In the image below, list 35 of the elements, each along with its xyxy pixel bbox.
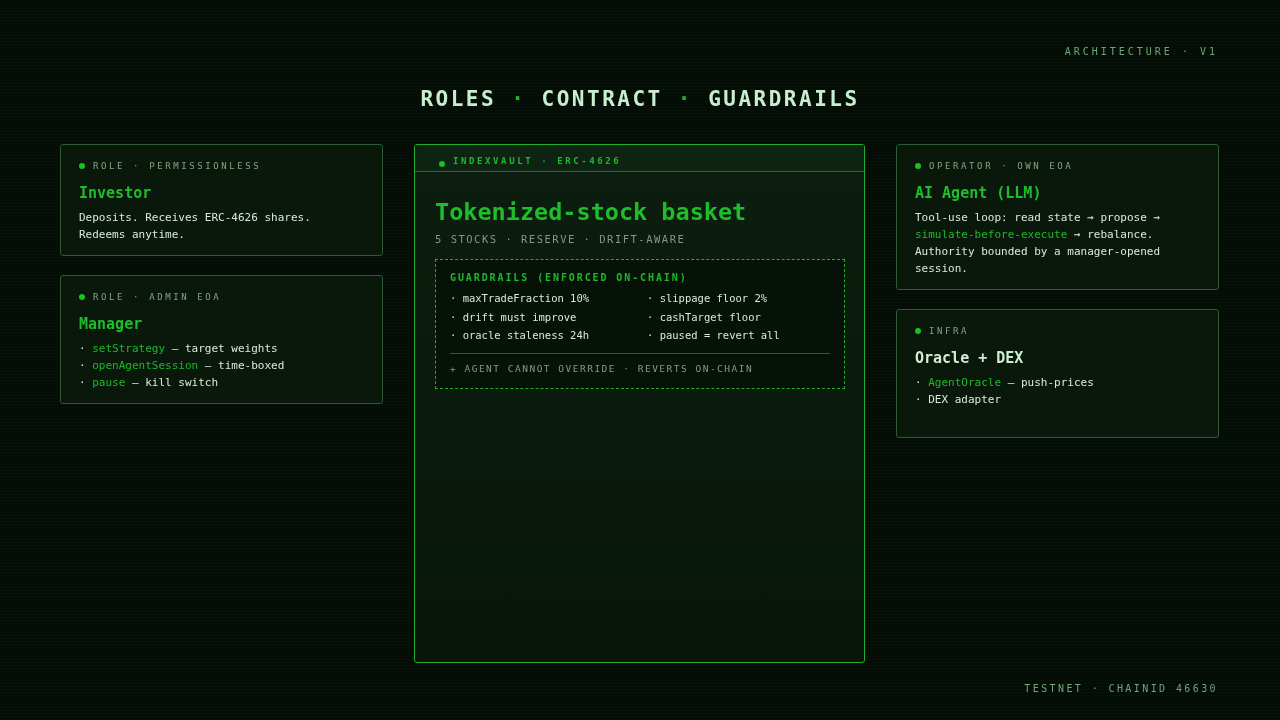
main-card <box>414 144 865 663</box>
bullet-item: · setStrategy — target weights <box>79 341 279 357</box>
header-label: ARCHITECTURE · V1 <box>1064 45 1218 59</box>
bullet-item: · oracle staleness 24h <box>450 328 591 343</box>
bullet-item: · cashTarget floor <box>647 309 762 325</box>
card-heading: Oracle + DEX <box>915 348 1024 368</box>
section-label: ROLE · PERMISSIONLESS <box>93 160 262 172</box>
info-card <box>60 275 383 404</box>
bullet-item: · openAgentSession — time-boxed <box>79 358 286 374</box>
card-description: Deposits. Receives ERC-4626 shares. Redeems anytime. <box>79 210 312 243</box>
section-label: OPERATOR · OWN EOA <box>929 160 1074 172</box>
guardrails-panel <box>435 259 845 389</box>
bullet-item: · AgentOracle — push-prices <box>915 375 1095 391</box>
bullet-item: · drift must improve <box>450 309 578 325</box>
page-title: ROLES · CONTRACT · GUARDRAILS <box>420 87 860 111</box>
section-label: INDEXVAULT · ERC-4626 <box>453 155 622 167</box>
card-heading: Investor <box>79 183 152 203</box>
card-heading: Manager <box>79 314 143 334</box>
footer-label: TESTNET · CHAINID 46630 <box>1024 682 1218 696</box>
info-card <box>896 144 1219 290</box>
bullet-item: · paused = revert all <box>647 328 781 343</box>
bullet-item: · maxTradeFraction 10% <box>450 291 591 306</box>
info-card <box>896 309 1219 438</box>
panel-title: GUARDRAILS (ENFORCED ON-CHAIN) <box>450 271 689 285</box>
card-heading: Tokenized-stock basket <box>435 197 748 227</box>
bullet-item: · slippage floor 2% <box>647 291 769 306</box>
section-label: ROLE · ADMIN EOA <box>93 291 222 303</box>
footnote-text: + AGENT CANNOT OVERRIDE · REVERTS ON-CHAIN <box>450 361 755 376</box>
card-description: Tool-use loop: read state → propose → simulate-before-execute → rebalance. Authority bounded by a manager-opened session. <box>915 210 1162 277</box>
section-label: INFRA <box>929 325 970 337</box>
bullet-item: · pause — kill switch <box>79 375 220 391</box>
card-heading: AI Agent (LLM) <box>915 183 1042 203</box>
bullet-item: · DEX adapter <box>915 392 1003 408</box>
info-card <box>60 144 383 256</box>
card-subtitle: 5 STOCKS · RESERVE · DRIFT-AWARE <box>435 232 687 247</box>
